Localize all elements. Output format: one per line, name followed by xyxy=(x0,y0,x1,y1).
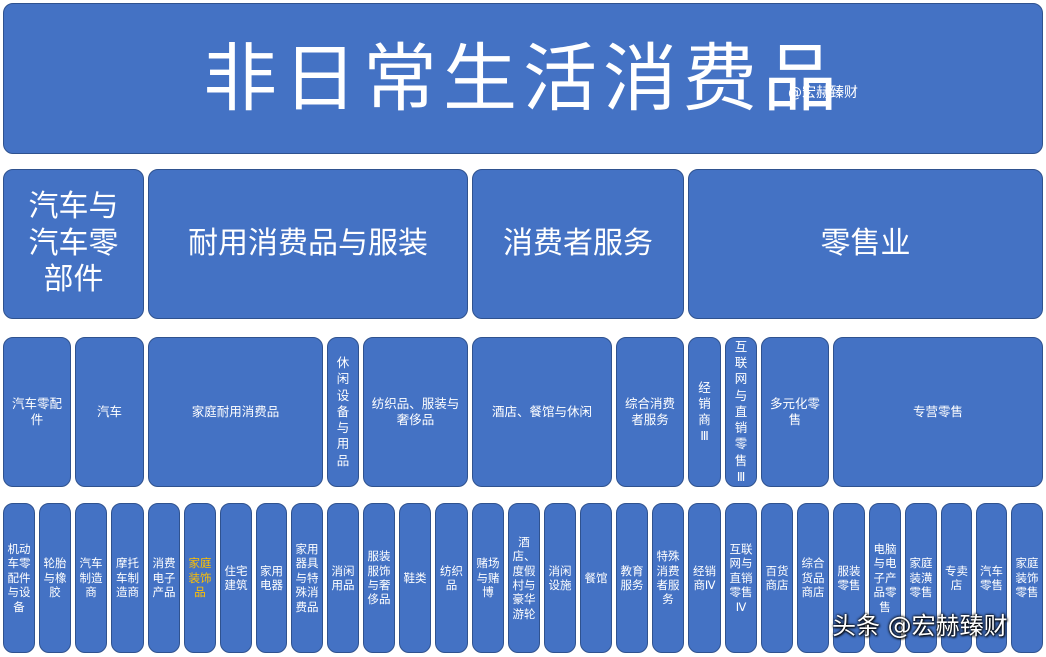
sub-industry-label: 机动车零配件与设备 xyxy=(7,542,31,614)
sector-label: 消费者服务 xyxy=(503,225,653,261)
sub-industry-box: 家用电器 xyxy=(256,503,287,653)
industry-box: 纺织品、服装与奢侈品 xyxy=(363,337,468,487)
industry-box: 休闲设备与用品 xyxy=(327,337,359,487)
sub-industry-box: 专卖店 xyxy=(941,503,972,653)
sub-industry-box: 服装零售 xyxy=(833,503,865,653)
sub-industry-label: 餐馆 xyxy=(584,570,608,585)
sub-industry-label: 综合货品商店 xyxy=(801,556,825,600)
sub-industry-box: 汽车制造商 xyxy=(75,503,107,653)
sub-industry-box: 消费电子产品 xyxy=(148,503,180,653)
industry-label: 经销商Ⅲ xyxy=(698,379,711,444)
sector-box: 零售业 xyxy=(688,169,1043,319)
industry-box: 经销商Ⅲ xyxy=(688,337,721,487)
industry-box: 家庭耐用消费品 xyxy=(148,337,323,487)
sub-industry-label: 消闲用品 xyxy=(331,563,355,592)
sector-label: 汽车与汽车零部件 xyxy=(28,189,119,298)
sub-industry-box: 住宅建筑 xyxy=(220,503,252,653)
sub-industry-box: 轮胎与橡胶 xyxy=(39,503,71,653)
sub-industry-label: 轮胎与橡胶 xyxy=(43,556,67,600)
sub-industry-label: 特殊消费者服务 xyxy=(656,549,680,607)
sub-industry-box: 家庭装饰零售 xyxy=(1011,503,1043,653)
industry-label: 汽车 xyxy=(96,403,122,419)
sub-industry-box: 家庭装饰品 xyxy=(184,503,216,653)
sub-industry-label: 互联网与直销零售Ⅳ xyxy=(729,542,753,614)
sector-label: 耐用消费品与服装 xyxy=(188,225,428,261)
sub-industry-box: 家庭装潢零售 xyxy=(905,503,937,653)
sub-industry-label: 纺织品 xyxy=(440,563,463,592)
sub-industry-label-highlighted: 家庭装饰品 xyxy=(188,556,212,600)
industry-label: 汽车零配件 xyxy=(11,395,62,427)
sub-industry-label: 家庭装饰零售 xyxy=(1015,556,1039,600)
sector-box: 耐用消费品与服装 xyxy=(148,169,468,319)
sub-industry-label: 摩托车制造商 xyxy=(116,556,139,600)
sub-industry-label: 服装零售 xyxy=(837,563,861,592)
sub-industry-label: 经销商Ⅳ xyxy=(693,563,716,592)
industry-box: 汽车 xyxy=(75,337,144,487)
industry-box: 综合消费者服务 xyxy=(616,337,684,487)
sector-box: 消费者服务 xyxy=(472,169,684,319)
industry-label: 综合消费者服务 xyxy=(624,395,675,427)
sector-label: 零售业 xyxy=(820,225,911,261)
sub-industry-label: 家用器具与特殊消费品 xyxy=(295,542,319,614)
sub-industry-box: 机动车零配件与设备 xyxy=(3,503,35,653)
sub-industry-label: 汽车制造商 xyxy=(79,556,103,600)
title-box: 非日常生活消费品 xyxy=(3,3,1043,154)
sub-industry-box: 摩托车制造商 xyxy=(111,503,144,653)
sub-industry-label: 汽车零售 xyxy=(980,563,1003,592)
sub-industry-box: 酒店、度假村与豪华游轮 xyxy=(508,503,540,653)
industry-label: 休闲设备与用品 xyxy=(336,355,350,468)
sub-industry-label: 赌场与赌博 xyxy=(476,556,500,600)
industry-box: 酒店、餐馆与休闲 xyxy=(472,337,612,487)
sub-industry-label: 专卖店 xyxy=(945,563,968,592)
sub-industry-label: 家庭装潢零售 xyxy=(909,556,933,600)
page-title: 非日常生活消费品 xyxy=(203,35,843,122)
sub-industry-box: 鞋类 xyxy=(399,503,431,653)
sub-industry-label: 鞋类 xyxy=(403,570,427,585)
sub-industry-label: 消闲设施 xyxy=(548,563,572,592)
industry-label: 多元化零售 xyxy=(769,395,820,427)
industry-label: 家庭耐用消费品 xyxy=(191,403,280,419)
sub-industry-box: 汽车零售 xyxy=(976,503,1007,653)
industry-label: 酒店、餐馆与休闲 xyxy=(491,403,592,419)
industry-box: 汽车零配件 xyxy=(3,337,71,487)
sub-industry-box: 经销商Ⅳ xyxy=(688,503,721,653)
sub-industry-box: 特殊消费者服务 xyxy=(652,503,684,653)
industry-label: 纺织品、服装与奢侈品 xyxy=(371,395,460,427)
industry-box: 互联网与直销零售Ⅲ xyxy=(725,337,757,487)
sub-industry-label: 家用电器 xyxy=(260,563,283,592)
sub-industry-label: 住宅建筑 xyxy=(224,563,248,592)
sub-industry-box: 家用器具与特殊消费品 xyxy=(291,503,323,653)
sub-industry-label: 服装服饰与奢侈品 xyxy=(367,549,391,607)
sub-industry-label: 教育服务 xyxy=(620,563,644,592)
industry-box: 多元化零售 xyxy=(761,337,829,487)
sub-industry-box: 综合货品商店 xyxy=(797,503,829,653)
watermark: 头条 @宏赫臻财 xyxy=(832,612,1008,640)
credit-label: @宏赫臻财 xyxy=(788,85,858,101)
industry-label: 专营零售 xyxy=(912,403,963,419)
industry-box: 专营零售 xyxy=(833,337,1043,487)
sub-industry-box: 赌场与赌博 xyxy=(472,503,504,653)
sub-industry-box: 餐馆 xyxy=(580,503,612,653)
industry-label: 互联网与直销零售Ⅲ xyxy=(734,338,748,484)
sub-industry-box: 消闲用品 xyxy=(327,503,359,653)
sub-industry-box: 教育服务 xyxy=(616,503,648,653)
sector-box: 汽车与汽车零部件 xyxy=(3,169,144,319)
sub-industry-box: 消闲设施 xyxy=(544,503,576,653)
sub-industry-box: 互联网与直销零售Ⅳ xyxy=(725,503,757,653)
sub-industry-box: 百货商店 xyxy=(761,503,793,653)
sub-industry-label: 消费电子产品 xyxy=(152,556,176,600)
sub-industry-label: 电脑与电子产品零售 xyxy=(873,542,897,614)
sub-industry-box: 服装服饰与奢侈品 xyxy=(363,503,395,653)
sub-industry-box: 纺织品 xyxy=(435,503,468,653)
sub-industry-box: 电脑与电子产品零售 xyxy=(869,503,901,653)
sub-industry-label: 百货商店 xyxy=(765,563,789,592)
sub-industry-label: 酒店、度假村与豪华游轮 xyxy=(512,534,536,621)
